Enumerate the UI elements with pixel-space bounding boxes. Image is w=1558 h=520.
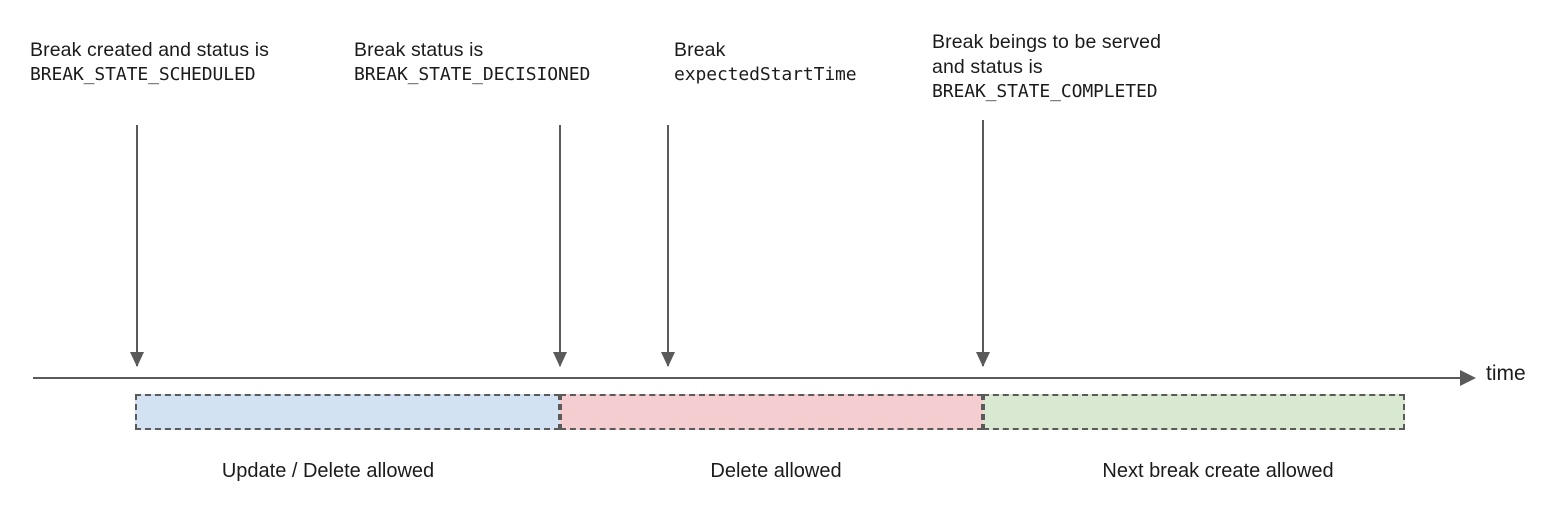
arrow-stem bbox=[559, 125, 561, 366]
pointer-arrow-decisioned bbox=[552, 125, 568, 367]
time-axis-label: time bbox=[1486, 362, 1526, 385]
arrow-head-down-icon bbox=[130, 352, 144, 367]
annotation-line: and status is bbox=[932, 55, 1043, 78]
arrow-head-down-icon bbox=[553, 352, 567, 367]
time-axis-line bbox=[33, 377, 1460, 379]
annotation-line: Break bbox=[674, 39, 726, 61]
annotation-line: BREAK_STATE_SCHEDULED bbox=[30, 63, 256, 85]
pointer-arrow-expected-start-time bbox=[660, 125, 676, 367]
phase-bar-delete-only bbox=[560, 394, 983, 430]
pointer-arrow-completed bbox=[975, 120, 991, 367]
phase-caption-update-delete: Update / Delete allowed bbox=[221, 460, 435, 482]
pointer-arrow-scheduled bbox=[129, 125, 145, 367]
arrow-head-down-icon bbox=[661, 352, 675, 367]
arrow-head-down-icon bbox=[976, 352, 990, 367]
time-axis-arrow-icon bbox=[1460, 370, 1476, 386]
arrow-stem bbox=[982, 120, 984, 366]
arrow-stem bbox=[667, 125, 669, 366]
annotation-line: BREAK_STATE_COMPLETED bbox=[932, 80, 1158, 102]
phase-caption-delete-only: Delete allowed bbox=[710, 460, 842, 482]
phase-caption-next-break-create: Next break create allowed bbox=[1102, 460, 1334, 482]
annotation-line: expectedStartTime bbox=[674, 63, 857, 85]
phase-bar-next-break-create bbox=[983, 394, 1405, 430]
annotation-line: Break beings to be served bbox=[932, 31, 1162, 53]
phase-bar-update-delete bbox=[135, 394, 560, 430]
annotation-line: BREAK_STATE_DECISIONED bbox=[354, 63, 591, 85]
annotation-line: Break status is bbox=[354, 39, 484, 61]
arrow-stem bbox=[136, 125, 138, 366]
annotation-line: Break created and status is bbox=[30, 39, 269, 61]
